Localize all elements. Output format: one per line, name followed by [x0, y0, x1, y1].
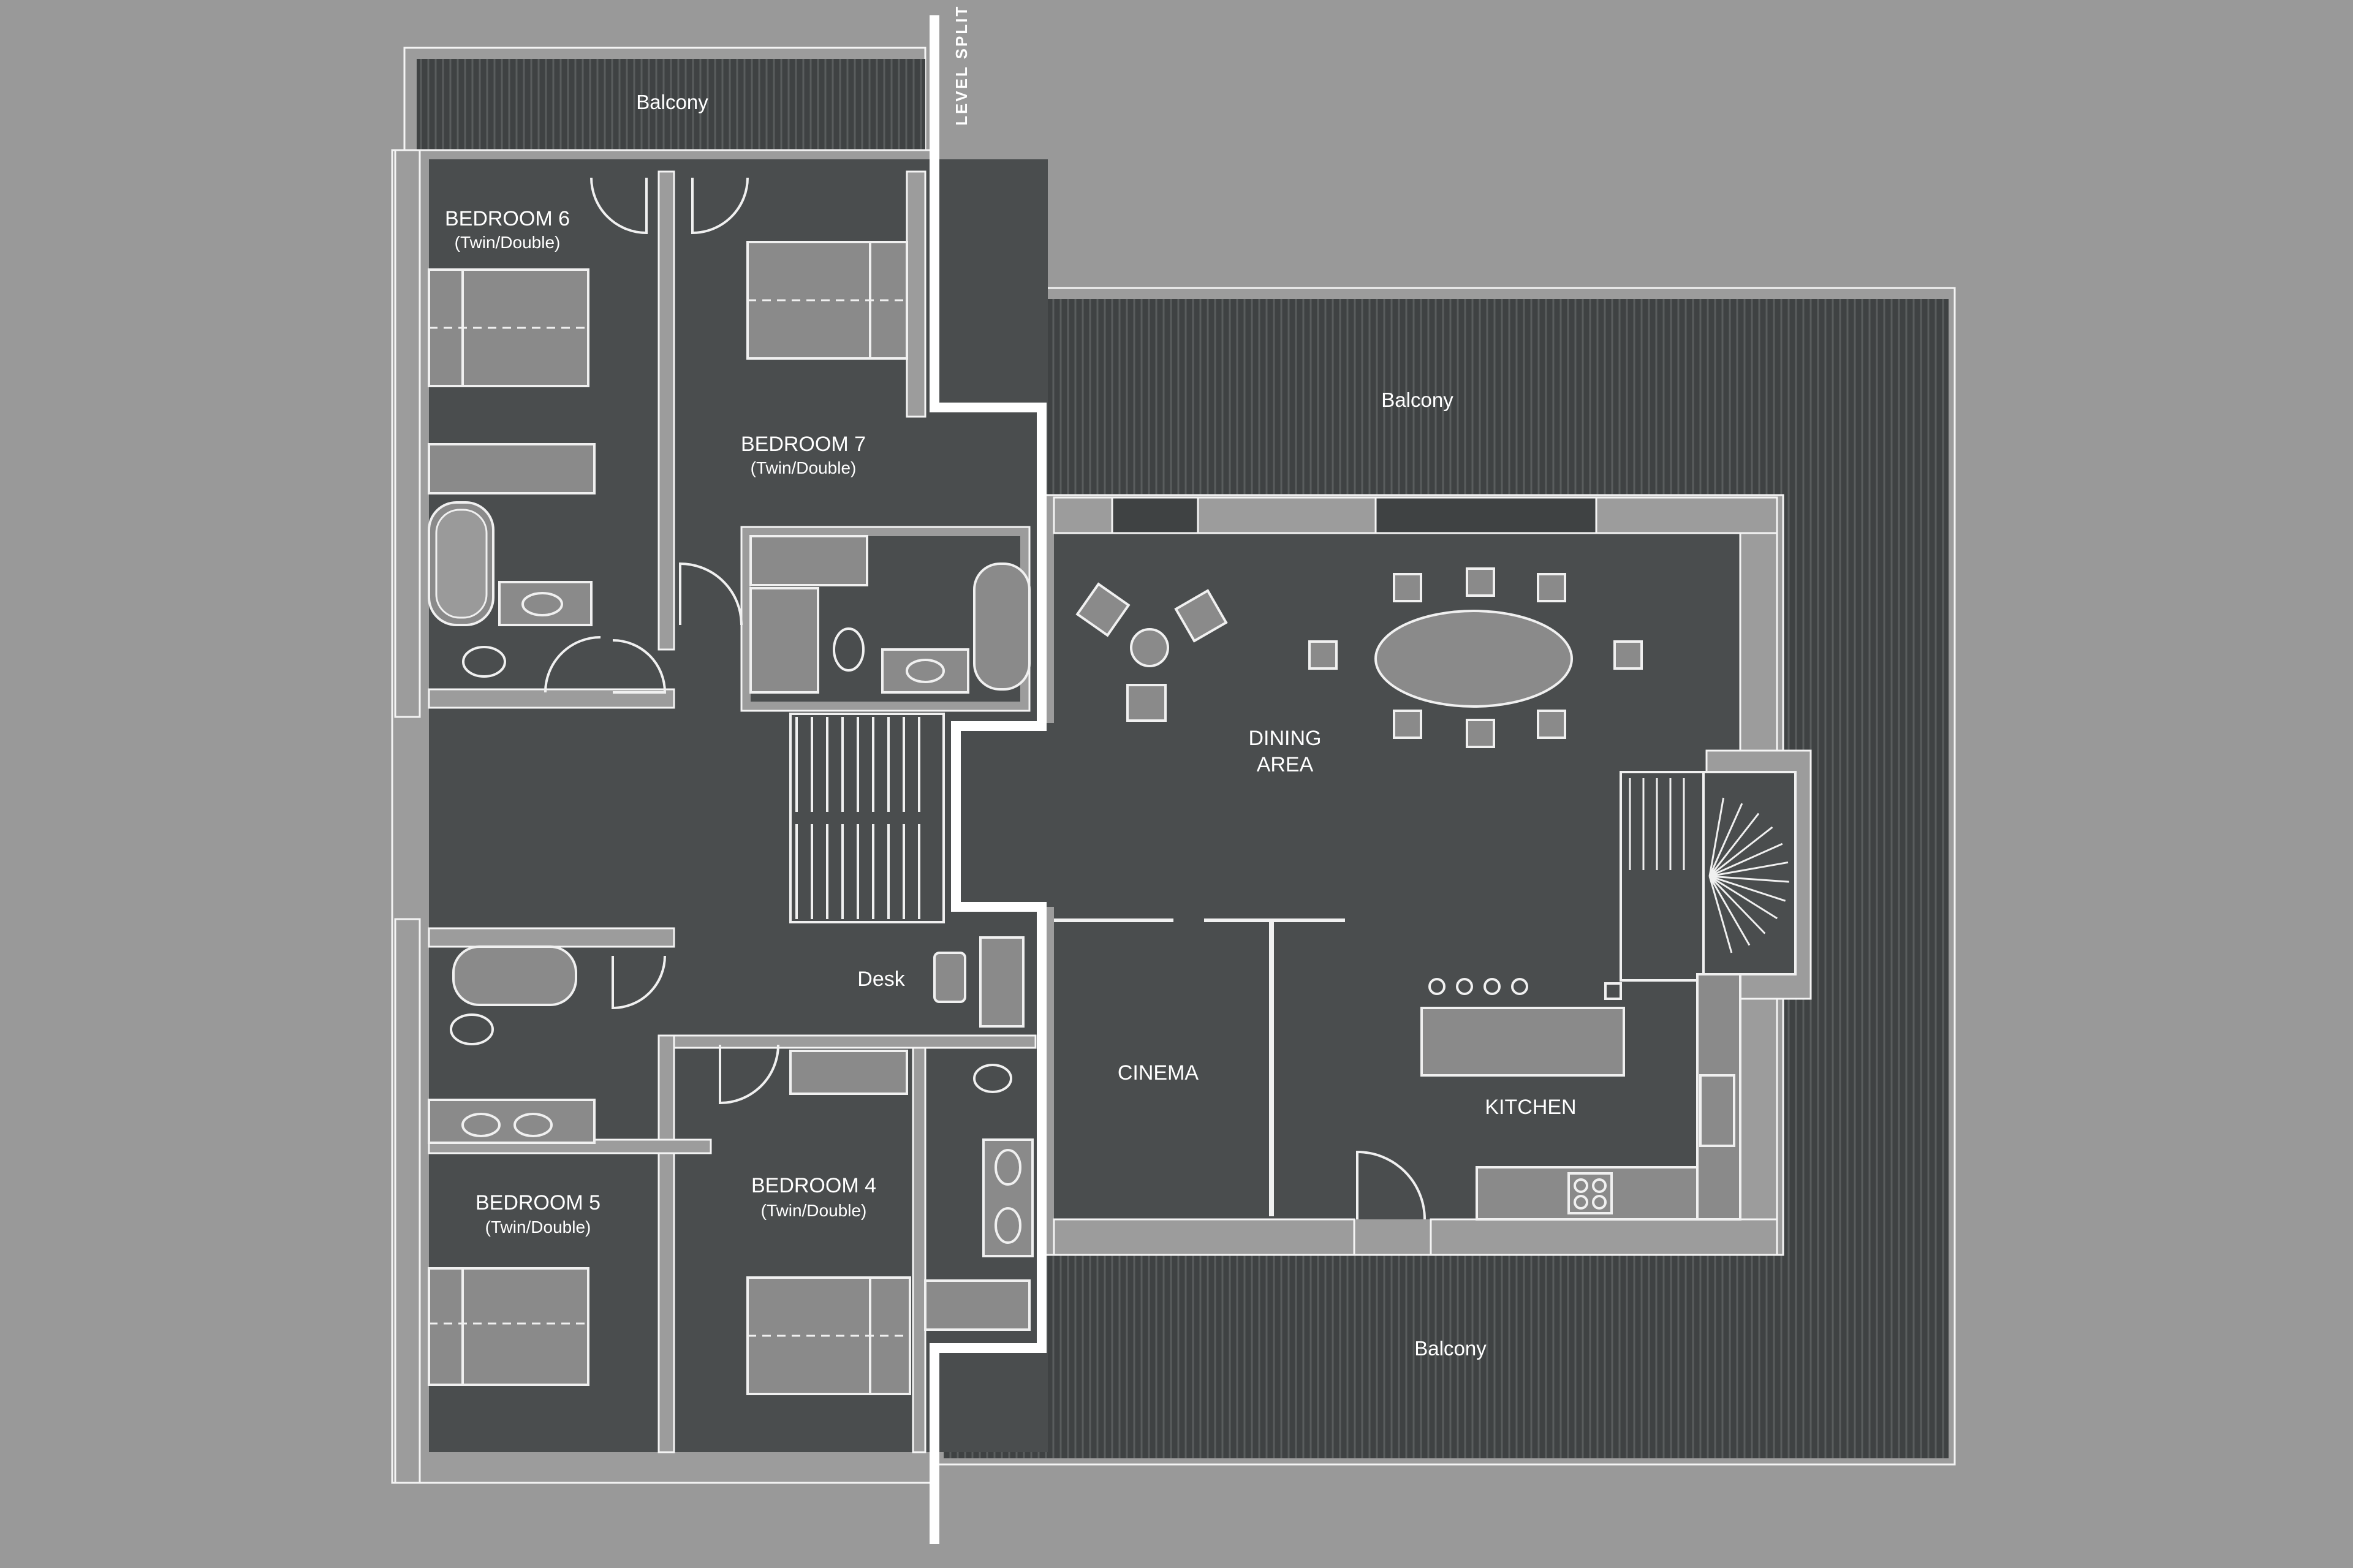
bedroom6-toilet: [462, 646, 506, 678]
bedroom7-toilet: [833, 627, 865, 672]
dining-chairs: [1308, 567, 1643, 748]
balcony-top-left-deck: [403, 47, 926, 153]
bedroom5-bathtub: [452, 945, 577, 1006]
bedroom6-bed: [428, 268, 589, 387]
bedroom6-name: BEDROOM 6: [445, 207, 570, 230]
spiral-tread: [1708, 876, 1751, 946]
desk-furniture: [933, 936, 1025, 1028]
level-split-label: LEVEL SPLIT: [952, 5, 971, 126]
dining-area-label-line1: DINING: [1249, 727, 1322, 750]
bedroom4-name: BEDROOM 4: [751, 1174, 876, 1197]
cinema-label: CINEMA: [1118, 1061, 1199, 1085]
bedroom4-toilet: [973, 1064, 1012, 1093]
bedroom5-toilet: [450, 1013, 494, 1045]
spiral-tread: [1709, 875, 1778, 920]
spiral-tread: [1709, 875, 1789, 883]
bedroom7-sink: [881, 648, 969, 694]
bedroom4-type: (Twin/Double): [761, 1201, 867, 1220]
bedroom6-wardrobe: [428, 443, 596, 494]
spiral-tread: [1709, 826, 1773, 877]
bedroom5-type: (Twin/Double): [485, 1218, 591, 1237]
door-swings: [544, 177, 1426, 1220]
balcony-top-left-label: Balcony: [636, 91, 708, 113]
bedroom7-shower: [749, 587, 819, 694]
spiral-tread: [1708, 875, 1766, 934]
balcony-bottom-label: Balcony: [1414, 1337, 1487, 1360]
desk-label: Desk: [857, 968, 905, 991]
spiral-tread: [1709, 861, 1789, 877]
spiral-tread: [1708, 797, 1725, 877]
spiral-tread: [1708, 812, 1760, 877]
balcony-top-right-label: Balcony: [1381, 388, 1453, 411]
bedroom7-type: (Twin/Double): [751, 458, 857, 477]
bedroom6-type: (Twin/Double): [455, 233, 561, 252]
bedroom6-bathtub: [428, 501, 494, 626]
dining-table: [1374, 610, 1573, 708]
kitchen-label: KITCHEN: [1485, 1096, 1576, 1119]
bedroom4-vanity: [982, 1138, 1034, 1257]
spiral-tread: [1708, 803, 1743, 877]
bedroom4-wardrobe: [789, 1050, 908, 1095]
bedroom5-name: BEDROOM 5: [476, 1191, 601, 1214]
spiral-tread: [1709, 843, 1783, 877]
bedroom5-vanity: [428, 1099, 596, 1144]
bedroom4-bed: [746, 1276, 911, 1395]
bedroom4-shower: [924, 1279, 1031, 1331]
kitchen-counter: [1476, 973, 1741, 1221]
bedroom7-bed: [746, 241, 908, 360]
kitchen-island: [1420, 978, 1625, 1077]
central-stairs: [789, 713, 945, 923]
level-split-line: [930, 15, 1047, 1544]
lounge-chairs: [1075, 582, 1228, 722]
bedroom7-name: BEDROOM 7: [741, 433, 866, 456]
bedroom6-sink: [498, 581, 593, 626]
bedroom7-wardrobe: [749, 535, 868, 586]
spiral-tread: [1708, 876, 1733, 953]
spiral-stairs: [1620, 749, 1812, 1000]
dining-area-label-line2: AREA: [1257, 753, 1314, 776]
spiral-tread: [1709, 875, 1786, 902]
cinema-partition: [1054, 918, 1345, 1216]
bedroom7-bathtub: [973, 562, 1031, 691]
bedroom5-bed: [428, 1267, 589, 1386]
